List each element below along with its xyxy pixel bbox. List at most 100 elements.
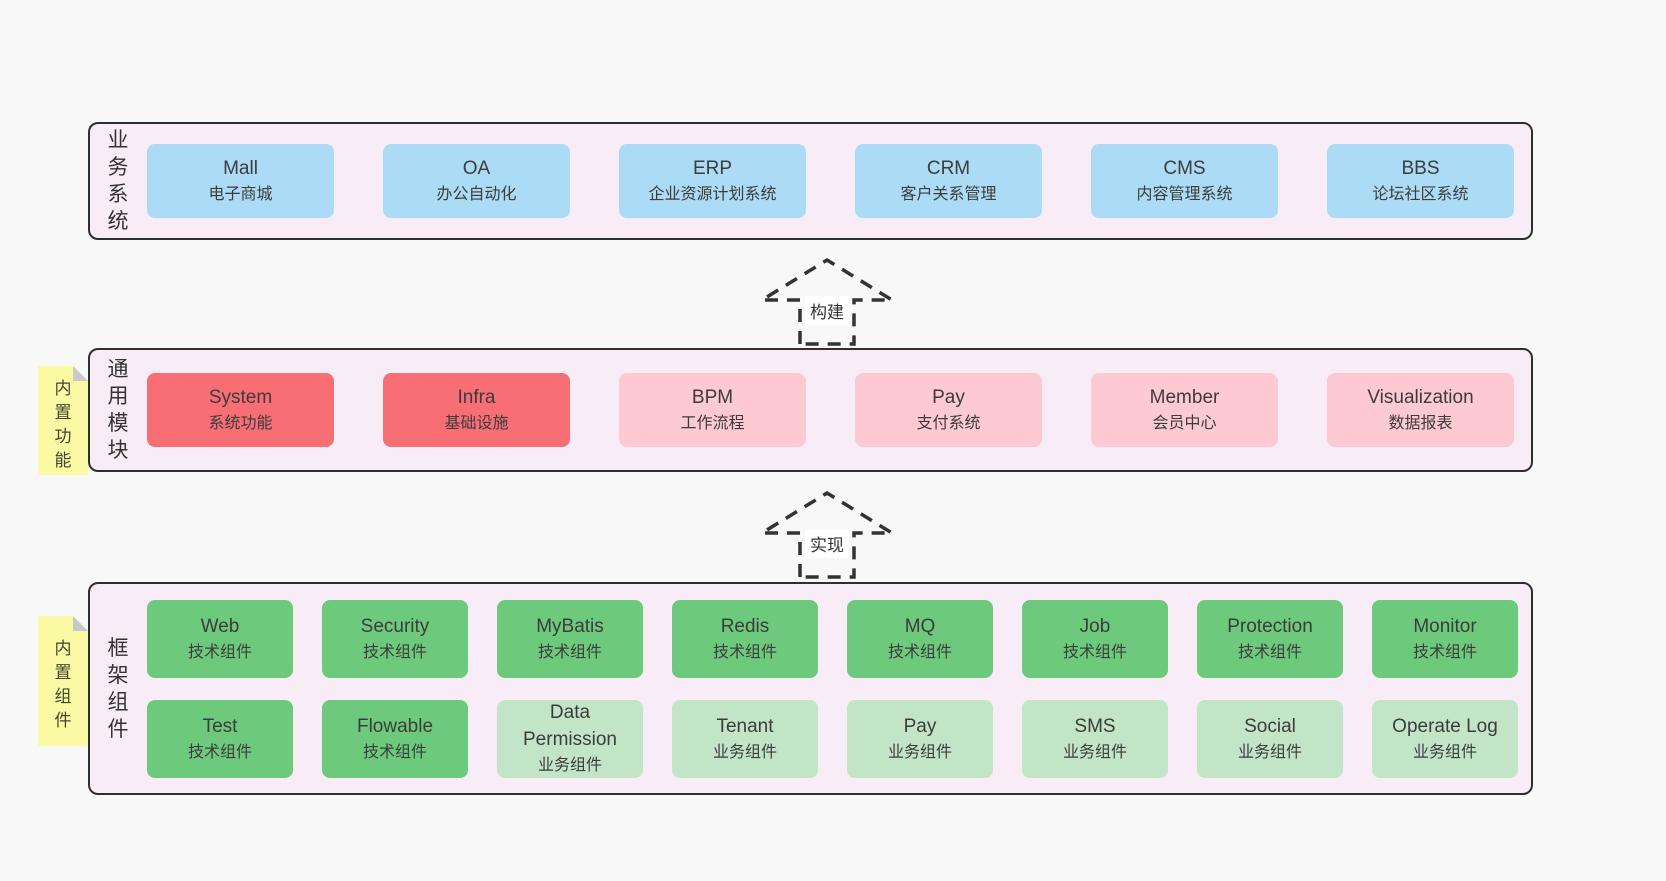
box-mq: MQ 技术组件 <box>847 599 993 678</box>
box-title: Operate Log <box>1392 715 1498 737</box>
layer-label-business-systems: 业务系统 <box>107 129 129 233</box>
box-tenant: Tenant 业务组件 <box>672 699 818 778</box>
box-title: MQ <box>904 615 936 637</box>
box-data-permission: Data Permission 业务组件 <box>497 699 643 778</box>
box-subtitle: 技术组件 <box>1062 643 1127 661</box>
box-subtitle: 系统功能 <box>208 415 273 432</box>
box-subtitle: 技术组件 <box>187 743 252 761</box>
box-pay: Pay 业务组件 <box>847 699 993 778</box>
sticky-note-label: 内置组件 <box>54 639 72 730</box>
box-subtitle: 业务组件 <box>537 757 602 774</box>
box-title: Data Permission <box>523 702 617 750</box>
box-title: SMS <box>1074 715 1116 737</box>
layer-label-framework-components: 框架组件 <box>107 636 129 741</box>
box-subtitle: 论坛社区系统 <box>1372 186 1469 203</box>
box-subtitle: 客户关系管理 <box>900 186 997 203</box>
box-flowable: Flowable 技术组件 <box>322 699 468 778</box>
box-subtitle: 会员中心 <box>1152 415 1217 432</box>
box-subtitle: 企业资源计划系统 <box>648 186 777 203</box>
box-subtitle: 内容管理系统 <box>1136 186 1233 203</box>
box-title: Monitor <box>1413 615 1477 637</box>
box-title: Protection <box>1227 615 1313 637</box>
box-subtitle: 业务组件 <box>1412 743 1477 761</box>
box-web: Web 技术组件 <box>147 599 293 678</box>
box-subtitle: 支付系统 <box>916 415 981 432</box>
box-subtitle: 技术组件 <box>537 643 602 661</box>
box-subtitle: 技术组件 <box>1237 643 1302 661</box>
box-title: BPM <box>691 387 734 408</box>
box-sms: SMS 业务组件 <box>1022 699 1168 778</box>
box-subtitle: 技术组件 <box>887 643 952 661</box>
box-subtitle: 数据报表 <box>1388 415 1453 432</box>
box-redis: Redis 技术组件 <box>672 599 818 678</box>
box-title: Tenant <box>716 715 774 737</box>
box-title: Job <box>1079 615 1111 637</box>
box-title: Security <box>360 615 430 637</box>
box-title: Web <box>200 615 240 637</box>
box-test: Test 技术组件 <box>147 699 293 778</box>
box-cms: CMS 内容管理系统 <box>1091 144 1278 218</box>
box-security: Security 技术组件 <box>322 599 468 678</box>
box-title: Infra <box>457 387 496 408</box>
up-arrow-icon <box>755 257 899 346</box>
box-title: MyBatis <box>536 615 604 637</box>
box-title: Pay <box>903 715 937 737</box>
box-title: Social <box>1244 715 1296 737</box>
box-title: Pay <box>932 387 965 408</box>
box-member: Member 会员中心 <box>1091 373 1278 447</box>
box-title: Flowable <box>356 715 434 737</box>
box-subtitle: 业务组件 <box>887 743 952 761</box>
box-bbs: BBS 论坛社区系统 <box>1327 144 1514 218</box>
box-pay: Pay 支付系统 <box>855 373 1042 447</box>
box-subtitle: 技术组件 <box>362 643 427 661</box>
box-subtitle: 技术组件 <box>712 643 777 661</box>
box-title: CRM <box>926 158 971 179</box>
box-subtitle: 业务组件 <box>1237 743 1302 761</box>
box-title: Mall <box>223 158 258 179</box>
build-arrow-label: 构建 <box>805 296 849 325</box>
sticky-note-label: 内置功能 <box>54 378 72 470</box>
box-social: Social 业务组件 <box>1197 699 1343 778</box>
box-title: Test <box>202 715 238 737</box>
implement-arrow-label: 实现 <box>805 529 849 558</box>
box-title: ERP <box>692 158 733 179</box>
box-infra: Infra 基础设施 <box>383 373 570 447</box>
box-title: Member <box>1149 387 1220 408</box>
box-subtitle: 技术组件 <box>187 643 252 661</box>
box-title: Redis <box>720 615 770 637</box>
box-mybatis: MyBatis 技术组件 <box>497 599 643 678</box>
box-subtitle: 业务组件 <box>1062 743 1127 761</box>
box-subtitle: 技术组件 <box>362 743 427 761</box>
box-subtitle: 办公自动化 <box>436 186 517 203</box>
box-oa: OA 办公自动化 <box>383 144 570 218</box>
build-arrow: 构建 <box>752 254 902 346</box>
sticky-note-built-in-components: 内置组件 <box>38 616 88 746</box>
box-subtitle: 业务组件 <box>712 743 777 761</box>
box-subtitle: 技术组件 <box>1412 643 1477 661</box>
box-title: CMS <box>1163 158 1206 179</box>
box-title: BBS <box>1401 158 1440 179</box>
box-subtitle: 基础设施 <box>444 415 509 432</box>
box-crm: CRM 客户关系管理 <box>855 144 1042 218</box>
up-arrow-icon <box>755 490 899 579</box>
box-monitor: Monitor 技术组件 <box>1372 599 1518 678</box>
box-job: Job 技术组件 <box>1022 599 1168 678</box>
box-title: OA <box>462 158 491 179</box>
box-erp: ERP 企业资源计划系统 <box>619 144 806 218</box>
box-protection: Protection 技术组件 <box>1197 599 1343 678</box>
